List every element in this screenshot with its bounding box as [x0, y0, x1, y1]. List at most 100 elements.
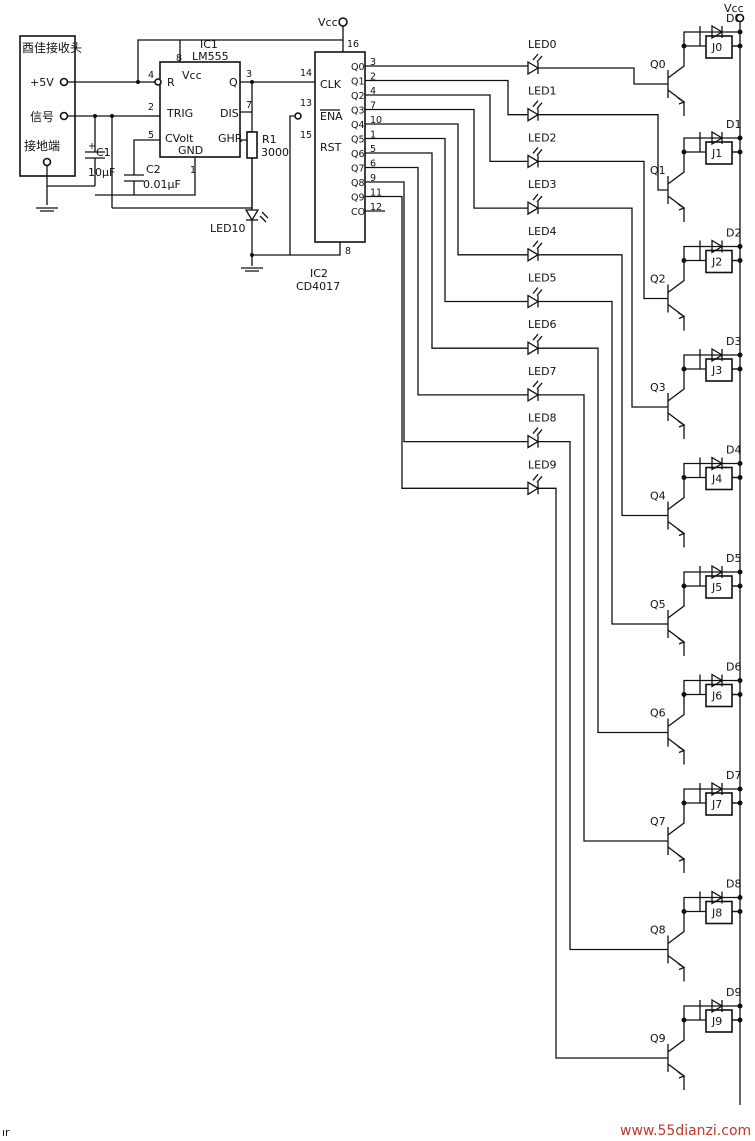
ic2-output-pin-num: 4 [370, 86, 376, 97]
diode-icon [711, 998, 724, 1014]
transistor-label: Q1 [650, 164, 666, 177]
led-rays [532, 380, 543, 390]
diode-label: D1 [726, 118, 741, 131]
indicator-led: LED5 [527, 272, 557, 309]
ic2-output-pin-num: 5 [370, 144, 376, 155]
output-trace [385, 181, 528, 443]
ic2-output-pin-num: 11 [370, 188, 382, 199]
receiver-wiring [36, 81, 155, 212]
ic1-pin-num-cvolt: 5 [148, 130, 154, 141]
ic2-output-pin-num: 10 [370, 115, 382, 126]
vcc-terminal [338, 17, 348, 27]
transistor-leads [667, 911, 685, 982]
transistor-label: Q9 [650, 1032, 666, 1045]
ic2-output-label: Q6 [351, 149, 365, 160]
indicator-led: LED4 [527, 225, 557, 262]
diode-icon [711, 890, 724, 905]
transistor-emitter-arrow [677, 854, 686, 862]
receiver-terminal-5v [59, 77, 69, 87]
transistor-emitter-arrow [677, 745, 686, 754]
led-label: LED4 [528, 225, 557, 238]
led10-icon [244, 209, 260, 222]
right-vcc-terminal [735, 13, 745, 23]
transistor-label: Q4 [650, 490, 666, 503]
relay-label: J7 [711, 798, 722, 811]
capacitor-c1: + C1 10μF [85, 114, 115, 186]
transistor-emitter-arrow [677, 1071, 686, 1079]
receiver-pin-5v: +5V [30, 76, 54, 89]
r1-value: 3000 [261, 146, 289, 159]
ic2-enable-bubble [294, 112, 302, 120]
collector-junction [681, 692, 687, 697]
collector-junction [681, 800, 687, 806]
ic2-output-pin-num: 3 [370, 57, 376, 68]
transistor-emitter-arrow [677, 311, 686, 320]
base-trace [538, 254, 668, 517]
ic2-output-label: Q2 [351, 91, 365, 102]
diode-label: D9 [726, 986, 741, 999]
led10-label: LED10 [210, 222, 246, 235]
indicator-led: LED7 [527, 365, 557, 403]
relay-coil [705, 1009, 733, 1033]
led-icon [527, 154, 540, 169]
relay-label: J4 [711, 473, 722, 486]
relay-coil [705, 683, 733, 708]
ic2-output-label: Q7 [351, 164, 365, 175]
ic2-output-label: CO [351, 207, 365, 218]
led-rays [532, 100, 543, 110]
ic1-wiring: C2 0.01μF [95, 114, 253, 209]
transistor-leads [667, 46, 685, 116]
ic1-label-gnd: GND [178, 144, 203, 157]
ic2-label-clk: CLK [320, 78, 342, 91]
ic2-output-label: Q8 [351, 178, 365, 189]
relay-label: J9 [711, 1015, 722, 1028]
transistor-leads [667, 586, 685, 656]
receiver-box [19, 35, 76, 177]
relay-channels: Q0J0D0Q1J1D1Q2J2D2Q3J3D3Q4J4D4Q5J5D5Q6J6… [650, 12, 743, 1090]
led-icon [527, 247, 540, 262]
led-rays [532, 53, 543, 63]
diode-icon [711, 347, 724, 363]
diode-label: D8 [726, 878, 741, 891]
ic2-pin-num-gnd: 8 [345, 246, 351, 257]
diode-label: D4 [726, 444, 741, 457]
ic1-pin-num-q: 3 [246, 69, 252, 80]
ic1-pin-num-dis: 7 [246, 100, 252, 111]
output-trace [385, 79, 528, 116]
receiver-pin-signal: 信号 [30, 110, 54, 124]
right-vcc-label: Vcc [724, 2, 744, 15]
ic2-pin-num-rst: 15 [300, 130, 312, 141]
led-icon [527, 341, 540, 356]
output-traces [385, 65, 668, 1059]
transistor-emitter-arrow [677, 637, 686, 645]
relay-coil [705, 249, 733, 274]
ic2-label-rst: RST [320, 141, 342, 154]
relay-label: J0 [711, 41, 722, 54]
receiver-pin-ground: 接地端 [24, 138, 60, 153]
base-trace [538, 487, 668, 1059]
relay-coil [705, 358, 733, 382]
collector-junction [681, 909, 687, 914]
led-icon [527, 387, 540, 403]
junction-trig [110, 114, 114, 118]
ic1-label-trig: TRIG [166, 107, 193, 120]
junction-gnd [250, 253, 254, 257]
c2-ref: C2 [146, 163, 161, 176]
relay-channel: Q4 J4 D4 [650, 444, 743, 548]
collector-junction [681, 1017, 687, 1023]
ic1-pin-num-trig: 2 [148, 102, 154, 113]
transistor-label: Q7 [650, 815, 666, 828]
indicator-led: LED8 [527, 412, 557, 449]
led-rays [532, 333, 543, 343]
led-icon [527, 200, 540, 216]
led-icon [527, 107, 540, 122]
ic2-output-pin-num: 6 [370, 159, 376, 170]
relay-label: J8 [711, 907, 722, 920]
led-label: LED9 [528, 458, 557, 471]
base-trace [538, 207, 668, 408]
relay-coil [705, 141, 733, 165]
